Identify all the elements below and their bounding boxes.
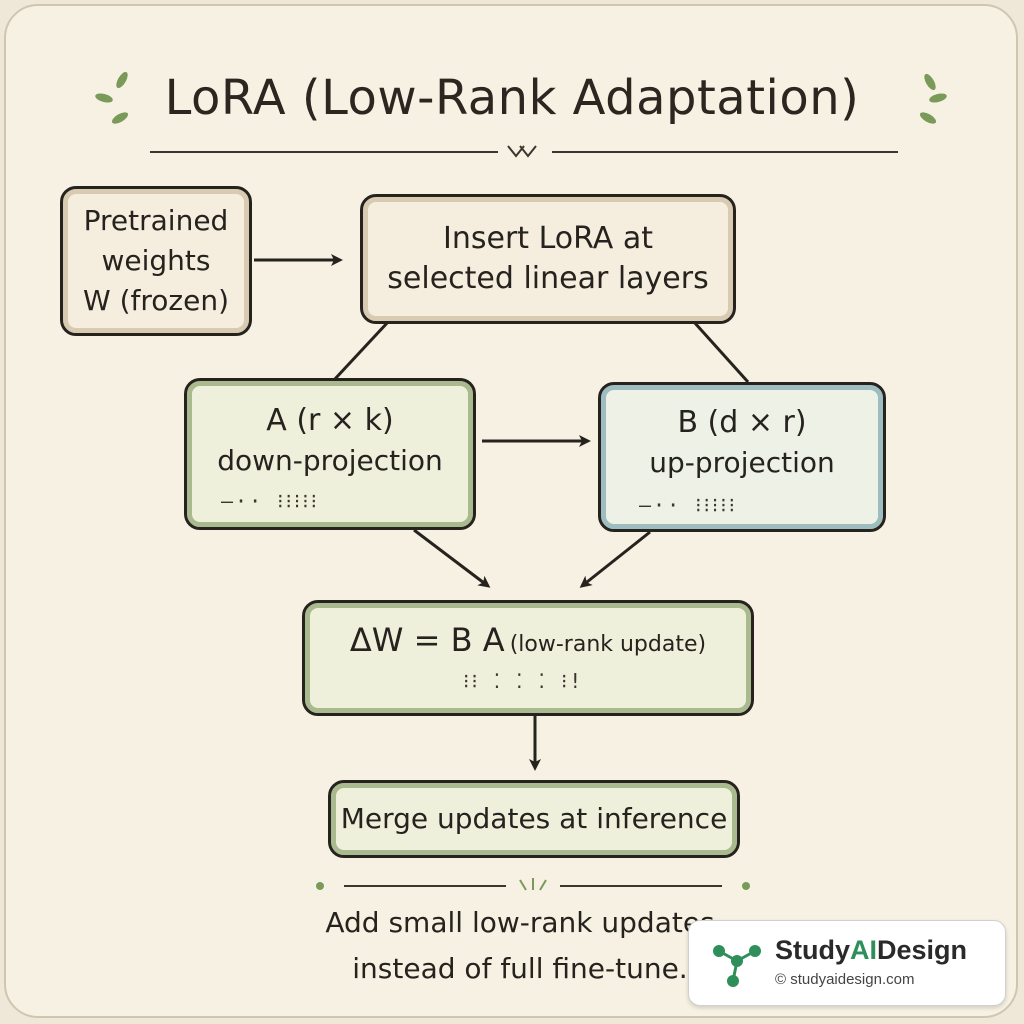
network-nodes-icon [713,945,761,987]
sprout-ornament-icon [519,878,547,891]
node-a-matrix: A (r × k) down-projection —·· ⁝⁝⁝⁝⁝ [184,378,476,530]
node-line: Merge updates at inference [340,802,728,835]
arrow-b-to-delta [579,530,651,588]
node-merge: Merge updates at inference [328,780,740,858]
brand-name: StudyAIDesign [775,935,967,966]
node-line: Pretrained [83,204,229,237]
page-title: LoRA (Low-Rank Adaptation) [164,70,860,126]
leaf-right-icon [919,73,947,124]
chevron-ornament-icon [507,145,537,158]
brand-suffix: Design [877,935,968,965]
node-delta-w: ΔW = B A (low-rank update) ⁝⁝ ⁚ ⁚ ⁚ ⁝! [302,600,754,716]
node-line: A (r × k) [266,403,394,438]
node-line: B (d × r) [677,405,807,440]
delta-formula: ΔW = B A (low-rank update) [350,621,706,659]
matrix-dots: —·· ⁝⁝⁝⁝⁝ [639,493,737,517]
node-insert-lora: Insert LoRA at selected linear layers [360,194,736,324]
delta-note: (low-rank update) [509,632,707,657]
brand-prefix: Study [775,935,851,965]
edge-insert-to-b [692,320,750,384]
node-line: up-projection [649,446,835,479]
node-line: W (frozen) [83,284,229,317]
matrix-dots: —·· ⁝⁝⁝⁝⁝ [221,489,319,513]
node-b-matrix: B (d × r) up-projection —·· ⁝⁝⁝⁝⁝ [598,382,886,532]
delta-main: ΔW = B A [349,621,505,659]
matrix-dots: ⁝⁝ ⁚ ⁚ ⁚ ⁝! [463,669,584,693]
node-line: selected linear layers [387,261,709,296]
node-line: weights [101,244,211,277]
leaf-left-icon [95,71,129,124]
caption-line: instead of full fine-tune. [352,952,688,985]
caption: Add small low-rank updates instead of fu… [250,900,790,992]
brand-url: © studyaidesign.com [775,971,915,988]
node-pretrained-weights: Pretrained weights W (frozen) [60,186,252,336]
brand-ai: AI [850,935,878,965]
edge-insert-to-a [332,320,390,382]
watermark-badge: StudyAIDesign © studyaidesign.com [688,920,1006,1006]
node-line: down-projection [217,444,443,477]
node-line: Insert LoRA at [443,221,653,256]
arrow-a-to-delta [413,528,491,588]
caption-line: Add small low-rank updates [325,906,715,939]
